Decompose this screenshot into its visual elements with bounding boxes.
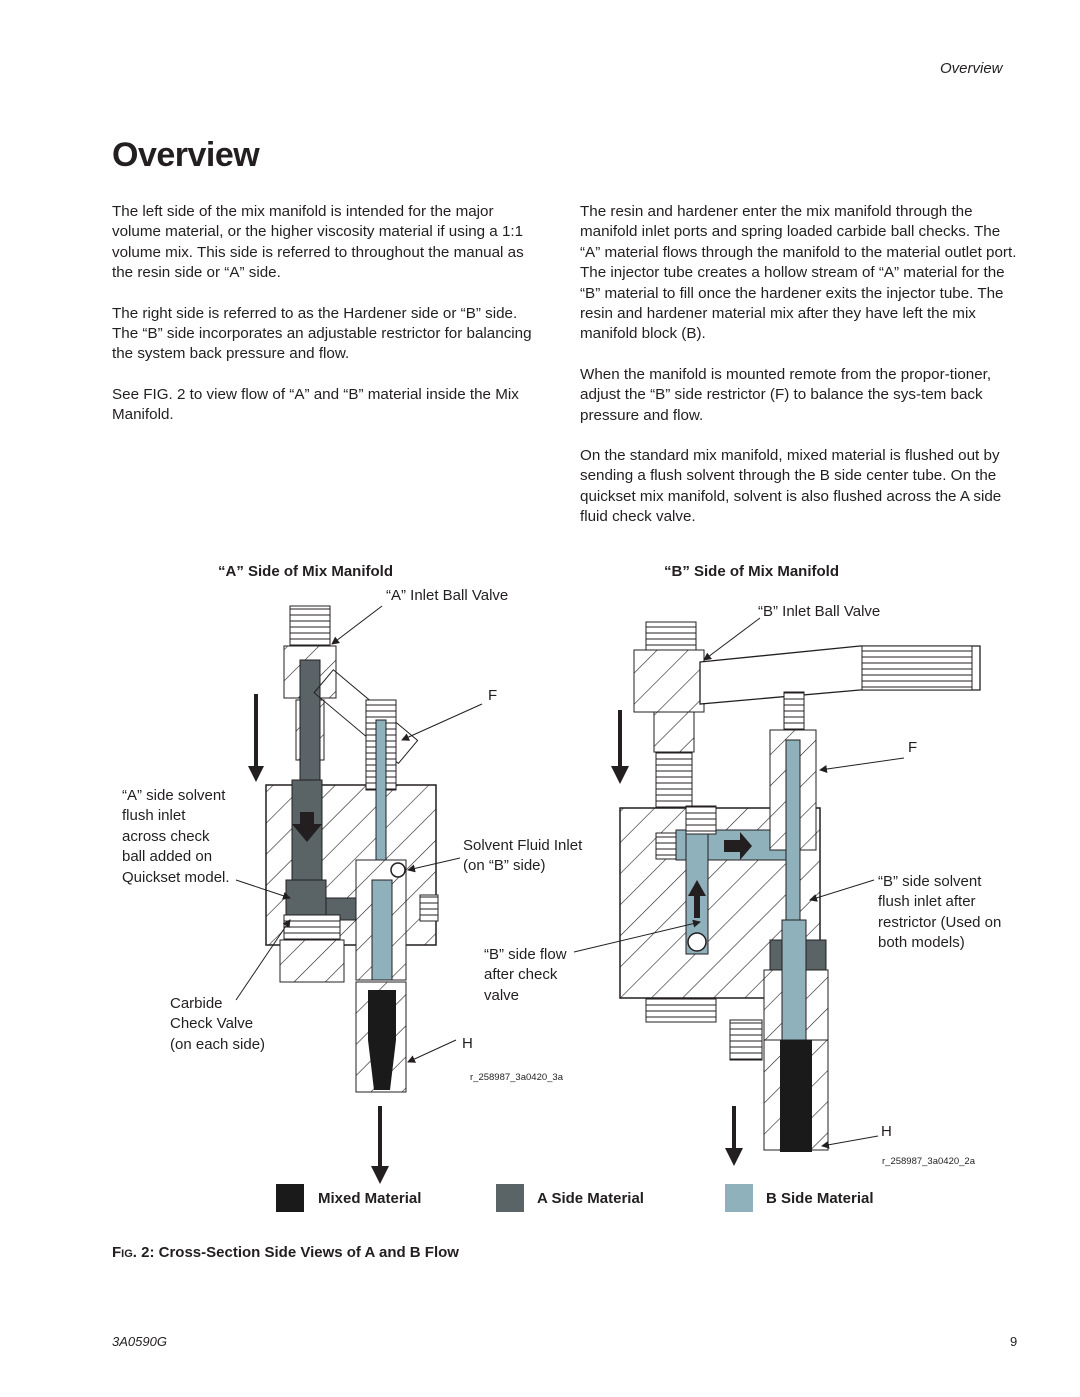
b-label-h: H bbox=[881, 1123, 892, 1140]
carbide-line: (on each side) bbox=[170, 1035, 266, 1053]
b-image-code: r_258987_3a0420_2a bbox=[882, 1156, 975, 1167]
b-inlet-ball-valve-label: “B” Inlet Ball Valve bbox=[758, 603, 881, 620]
b-solvent-note-line: flush inlet after bbox=[878, 893, 976, 911]
legend-swatch-b-side bbox=[725, 1184, 753, 1212]
solvent-fluid-inlet-line: Solvent Fluid Inlet bbox=[463, 837, 583, 854]
b-label-f: F bbox=[908, 739, 918, 756]
left-column: The left side of the mix manifold is int… bbox=[112, 202, 544, 446]
b-side-flow-line: valve bbox=[484, 986, 520, 1004]
b-solvent-note-line: restrictor (Used on bbox=[878, 913, 1002, 931]
page-title: Overview bbox=[112, 136, 260, 174]
a-solvent-note-line: “A” side solvent bbox=[122, 787, 226, 804]
a-solvent-note: “A” side solvent flush inlet across chec… bbox=[122, 786, 230, 888]
b-solvent-note: “B” side solvent flush inlet after restr… bbox=[878, 872, 1001, 954]
caption-smallcaps: IG bbox=[121, 1248, 133, 1260]
footer-doc-number: 3A0590G bbox=[112, 1334, 167, 1349]
a-solvent-note-line: flush inlet bbox=[122, 807, 186, 825]
legend-swatch-mixed bbox=[276, 1184, 304, 1212]
b-side-flow-line: “B” side flow bbox=[484, 946, 567, 963]
a-side-drawing bbox=[235, 605, 483, 1184]
caption-text: . 2: Cross-Section Side Views of A and B… bbox=[132, 1244, 459, 1261]
a-label-f: F bbox=[488, 687, 498, 704]
b-side-drawing bbox=[573, 617, 981, 1166]
solvent-fluid-inlet-label: Solvent Fluid Inlet (on “B” side) bbox=[463, 836, 582, 877]
a-image-code: r_258987_3a0420_3a bbox=[470, 1072, 563, 1083]
right-paragraph-2: When the manifold is mounted remote from… bbox=[580, 365, 992, 424]
left-paragraph-2: The right side is referred to as the Har… bbox=[112, 304, 532, 363]
running-header: Overview bbox=[940, 60, 1003, 77]
b-side-flow-line: after check bbox=[484, 966, 558, 984]
carbide-line: Carbide bbox=[170, 995, 223, 1012]
footer-page-number: 9 bbox=[1010, 1334, 1018, 1349]
b-side-heading: “B” Side of Mix Manifold bbox=[664, 563, 839, 580]
carbide-line: Check Valve bbox=[170, 1015, 254, 1033]
b-solvent-note-line: both models) bbox=[878, 934, 965, 952]
right-paragraph-1: The resin and hardener enter the mix man… bbox=[580, 203, 1017, 343]
a-label-h: H bbox=[462, 1035, 473, 1052]
legend-label-mixed: Mixed Material bbox=[318, 1190, 422, 1207]
a-solvent-note-line: across check bbox=[122, 827, 210, 845]
legend-label-a-side: A Side Material bbox=[537, 1190, 644, 1207]
solvent-fluid-inlet-line: (on “B” side) bbox=[463, 857, 546, 875]
a-solvent-note-line: Quickset model. bbox=[122, 868, 230, 886]
b-solvent-note-line: “B” side solvent bbox=[878, 873, 982, 890]
a-solvent-note-line: ball added on bbox=[122, 848, 213, 866]
right-paragraph-3: On the standard mix manifold, mixed mate… bbox=[580, 447, 1002, 526]
caption-prefix: F bbox=[112, 1244, 122, 1261]
legend-label-b-side: B Side Material bbox=[766, 1190, 874, 1207]
figure-caption: FIG. 2: Cross-Section Side Views of A an… bbox=[112, 1244, 459, 1261]
carbide-check-valve-label: Carbide Check Valve (on each side) bbox=[170, 994, 265, 1055]
right-column: The resin and hardener enter the mix man… bbox=[580, 202, 1020, 548]
a-inlet-ball-valve-label: “A” Inlet Ball Valve bbox=[386, 587, 509, 604]
left-paragraph-1: The left side of the mix manifold is int… bbox=[112, 203, 524, 282]
left-paragraph-3: See FIG. 2 to view flow of “A” and “B” m… bbox=[112, 385, 519, 424]
b-side-flow-label: “B” side flow after check valve bbox=[484, 945, 567, 1006]
legend-swatch-a-side bbox=[496, 1184, 524, 1212]
a-side-heading: “A” Side of Mix Manifold bbox=[218, 563, 393, 580]
